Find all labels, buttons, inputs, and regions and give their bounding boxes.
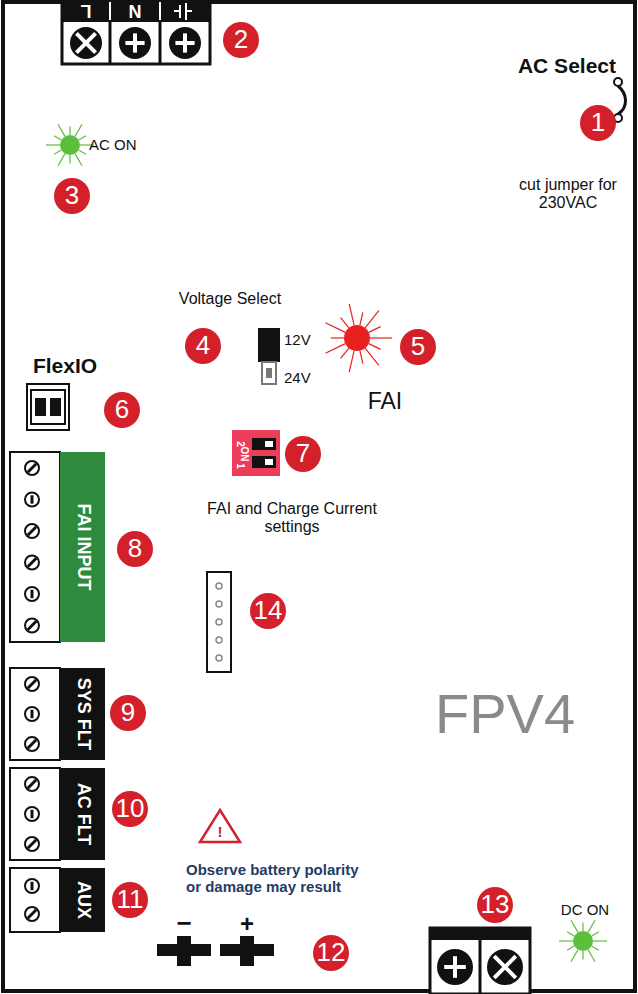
board-outline [3,2,635,991]
callout-number: 1 [580,105,616,141]
ac-terminal-block [62,0,210,64]
callout-number: 8 [117,531,153,567]
label-text: FlexIO [33,354,97,378]
label-text: 1 [234,463,246,469]
callout-number: 14 [250,593,286,629]
callout-number: 11 [112,882,148,918]
label-text: + [240,910,254,938]
callout-number: 7 [285,436,321,472]
terminal-label: FAI INPUT [72,503,93,590]
dip-switch [232,430,280,476]
callout-number: 4 [185,328,221,364]
screw-terminals [25,27,523,985]
label-text: ON [238,447,250,462]
terminal-band: SYS FLT [60,668,105,760]
callout-number: 2 [223,22,259,58]
label-text: 2 [234,441,246,447]
callout-number: 9 [110,695,146,731]
terminal-label: SYS FLT [72,678,93,751]
callout-number: 10 [112,791,148,827]
callout-number: 12 [313,935,349,971]
label-text: L [81,1,92,22]
label-text: 24V [284,369,311,386]
dc-terminal-block [430,928,530,994]
label-text: ! [218,823,223,840]
terminal-strips [10,452,60,932]
ac-select-jumper [614,78,626,122]
voltage-jumper [258,328,280,384]
label-text: FPV4 [435,682,575,746]
warning-triangle [200,810,240,842]
label-text: Voltage Select [179,290,281,308]
terminal-label: AUX [72,881,93,919]
label-text: 12V [284,331,311,348]
terminal-band: AC FLT [60,768,105,860]
label-text: FAI [368,388,403,414]
label-text: cut jumper for 230VAC [502,176,634,213]
label-text: AC Select [518,54,616,78]
terminal-label: AC FLT [72,783,93,846]
terminal-band: FAI INPUT [60,452,105,642]
label-text: AC ON [89,136,137,153]
header-connector [207,572,231,672]
label-text: FAI and Charge Current settings [197,500,387,537]
label-text: − [176,909,191,939]
flexio-connector [27,384,69,430]
leds [46,124,607,962]
callout-number: 3 [54,178,90,214]
label-text: N [129,1,142,22]
battery-terminals [157,936,274,966]
label-text: DC ON [561,901,609,918]
terminal-band: AUX [60,868,105,932]
callout-number: 6 [104,392,140,428]
callout-number: 5 [400,329,436,365]
label-text: Observe battery polarity or damage may r… [186,861,366,896]
callout-number: 13 [477,887,513,923]
